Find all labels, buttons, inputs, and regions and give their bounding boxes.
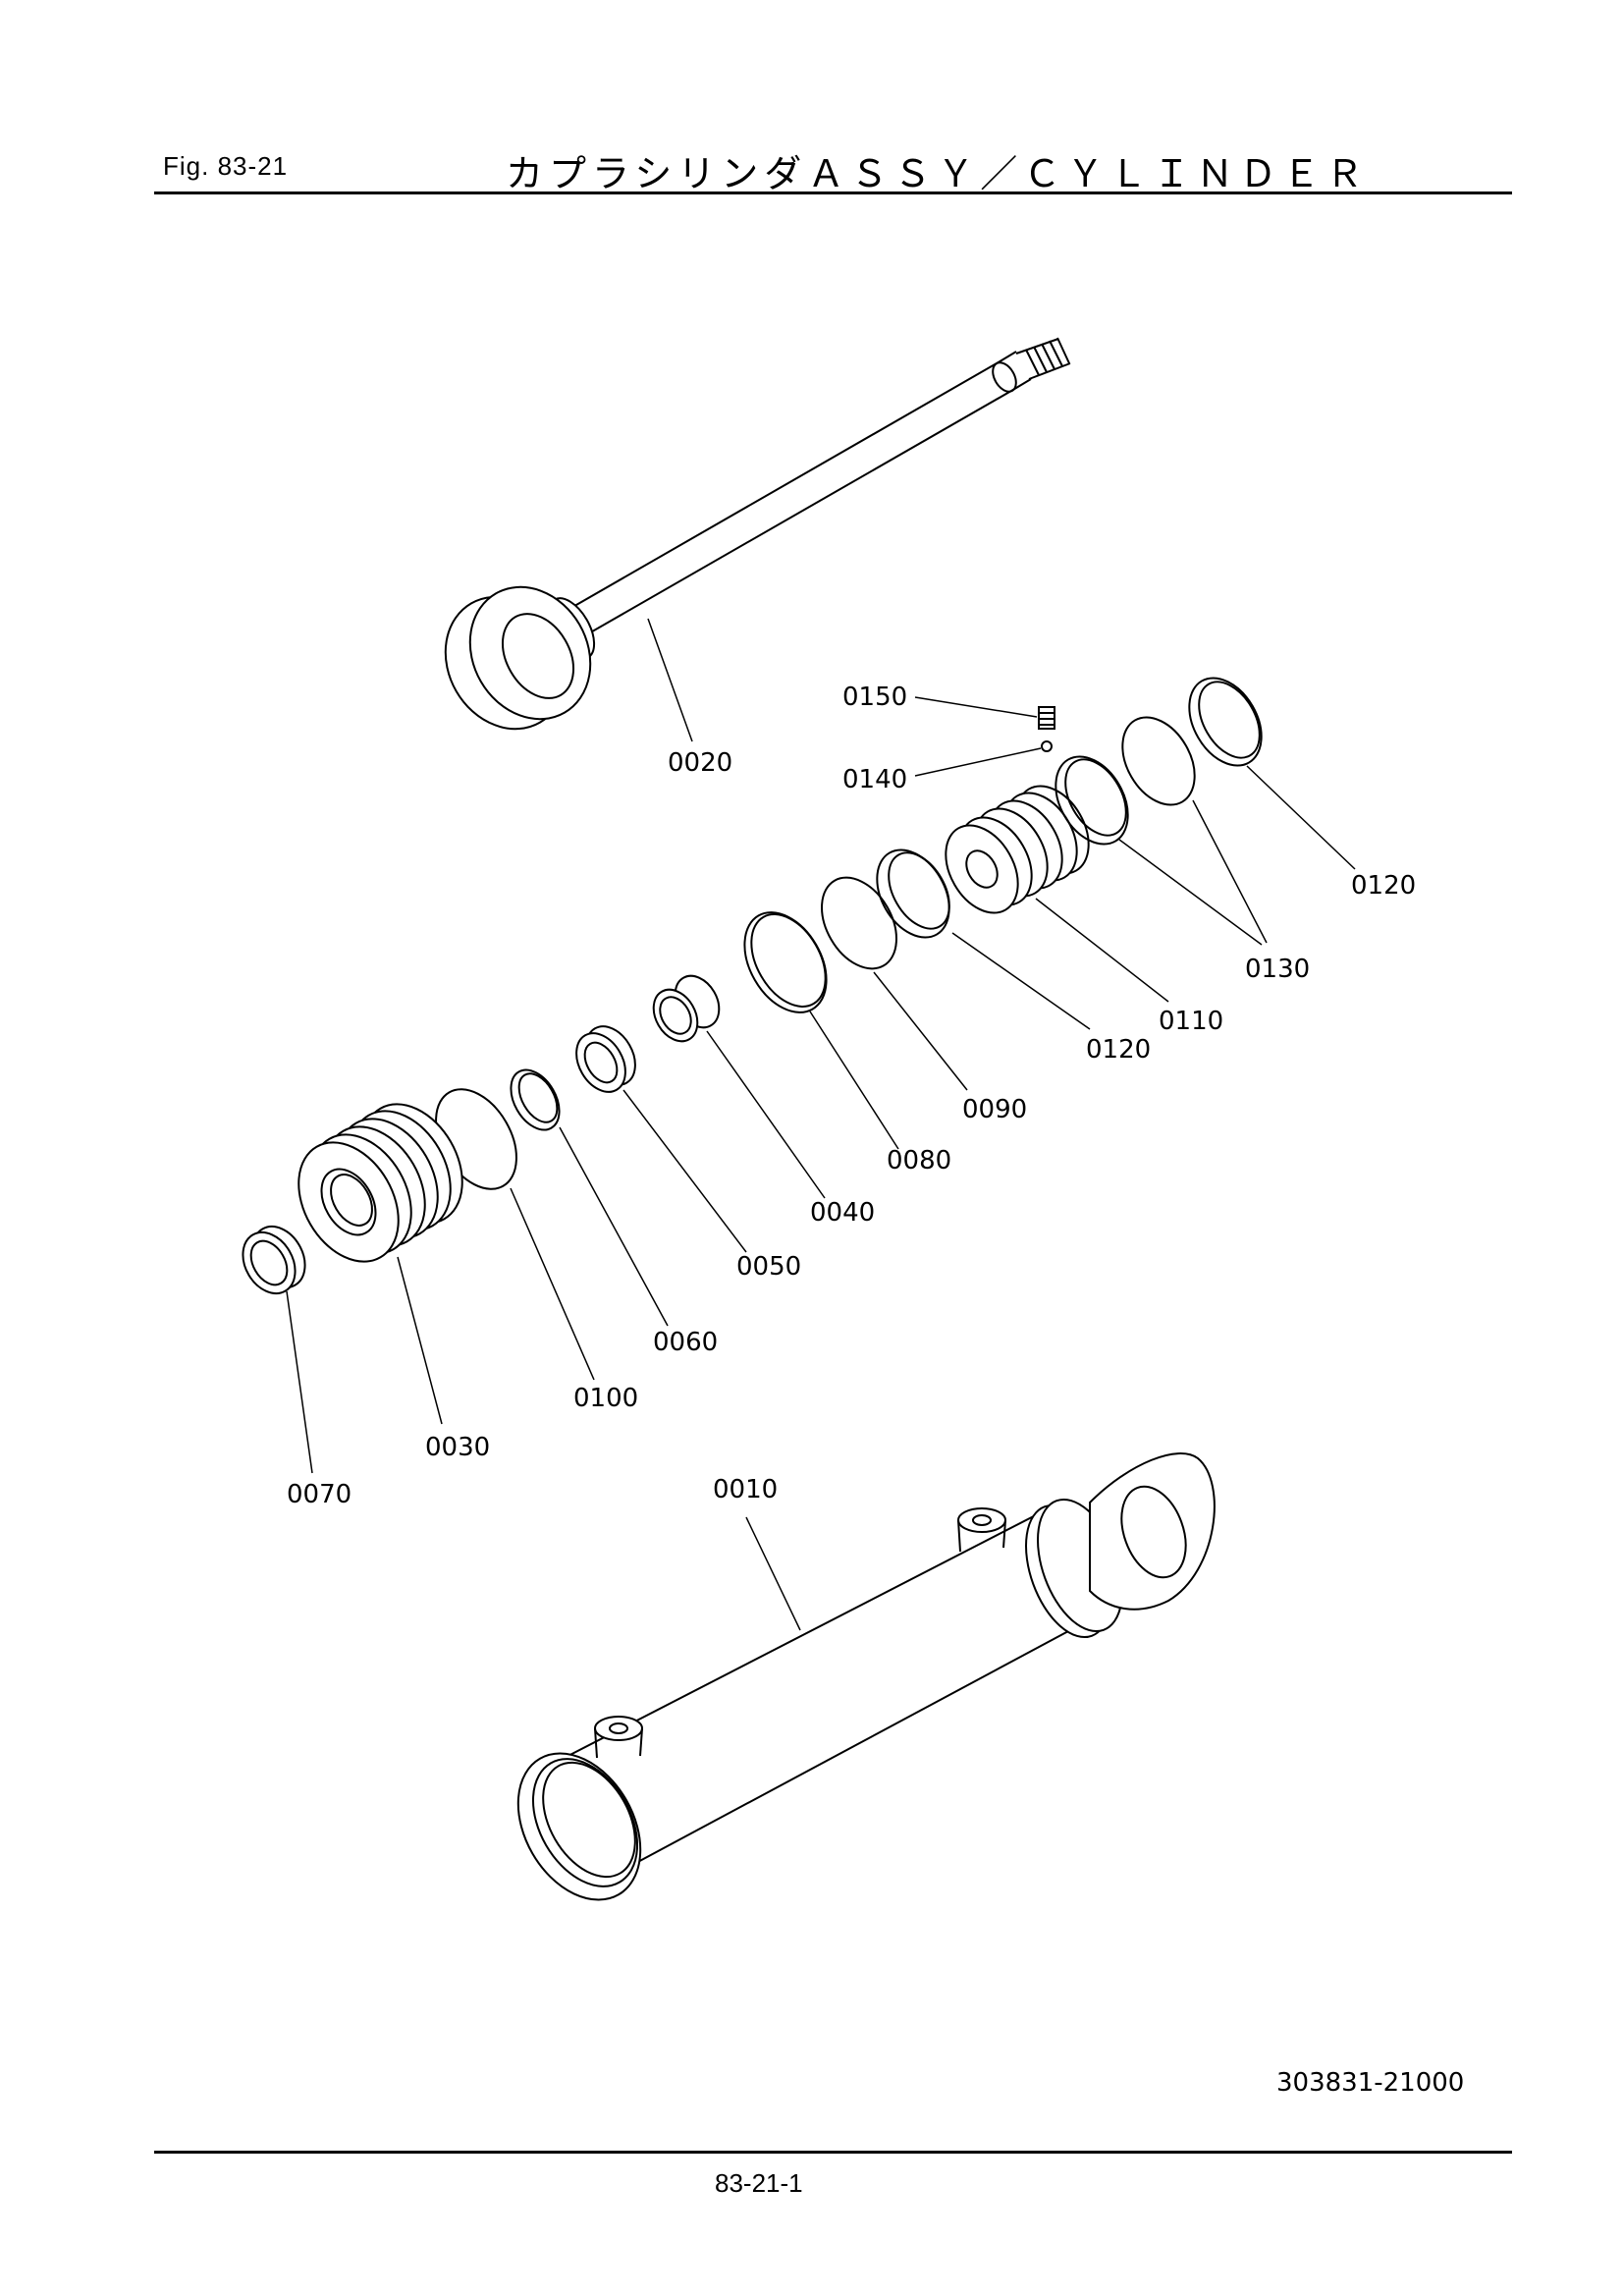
callout-0090: 0090 [962, 1095, 1027, 1124]
drawing-number: 303831-21000 [1276, 2068, 1465, 2098]
rod-cover-part [298, 1103, 463, 1263]
ball-part [1041, 740, 1053, 752]
leader-0060 [559, 1126, 669, 1327]
piston-seal-part [743, 911, 828, 1013]
callout-0120-left: 0120 [1086, 1035, 1151, 1065]
leader-0100 [510, 1187, 595, 1381]
seal-disc-part [821, 876, 897, 970]
footer-divider [154, 2151, 1512, 2154]
callout-0120-right: 0120 [1351, 871, 1416, 901]
leader-0120-right [1246, 765, 1356, 870]
callout-0110: 0110 [1159, 1007, 1223, 1036]
leader-0130-a [1192, 799, 1268, 944]
oring-part-b [1055, 755, 1129, 846]
oring-part-a [1121, 716, 1196, 806]
callout-0030: 0030 [425, 1433, 490, 1462]
leader-0140 [914, 747, 1042, 777]
backup-ring-small-part [510, 1068, 561, 1131]
leader-0010 [745, 1516, 801, 1631]
cylinder-tube-part [516, 1452, 1216, 1901]
figure-number: Fig. 83-21 [163, 151, 289, 181]
wear-ring-part [876, 848, 950, 939]
backup-ring-part [1188, 677, 1263, 767]
rod-seal-part [575, 1025, 636, 1093]
leader-0070 [286, 1290, 313, 1474]
piston-part [945, 785, 1090, 914]
callout-0100: 0100 [573, 1384, 638, 1413]
callout-0010: 0010 [713, 1475, 778, 1504]
callout-0150: 0150 [842, 683, 907, 712]
leader-0080 [809, 1011, 899, 1150]
page-title: カプラシリンダＡＳＳＹ／ＣＹＬＩＮＤＥＲ [506, 152, 1370, 195]
leader-0040 [706, 1030, 826, 1199]
callout-0070: 0070 [287, 1480, 352, 1509]
leader-0050 [622, 1089, 747, 1253]
dust-seal-part [242, 1226, 306, 1294]
plug-part [1038, 706, 1055, 730]
leader-0090 [873, 971, 968, 1091]
bushing-part [652, 974, 721, 1043]
callout-0040: 0040 [810, 1198, 875, 1228]
callout-0050: 0050 [736, 1252, 801, 1282]
piston-rod-part [444, 337, 1071, 731]
leader-0030 [397, 1256, 443, 1425]
leader-0110 [1035, 898, 1169, 1003]
leader-0150 [914, 696, 1038, 718]
callout-0140: 0140 [842, 765, 907, 794]
callout-0020: 0020 [668, 748, 732, 778]
callout-0130: 0130 [1245, 955, 1310, 984]
header-divider [154, 191, 1512, 194]
callout-0060: 0060 [653, 1328, 718, 1357]
callout-0080: 0080 [887, 1146, 951, 1175]
leader-0120-left [951, 932, 1091, 1030]
leader-0020 [647, 618, 693, 742]
page-number: 83-21-1 [715, 2168, 803, 2198]
leader-0130-b [1118, 839, 1263, 946]
